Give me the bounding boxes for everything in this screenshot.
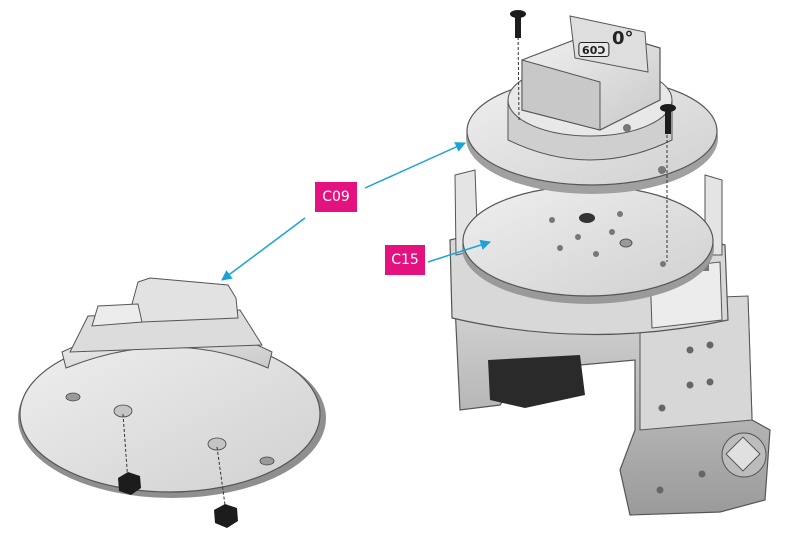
c09-label-box: [315, 182, 357, 212]
nut-right: [214, 504, 238, 528]
c15-label: C15: [391, 252, 419, 268]
c09-arrow-to-detached-part: [221, 217, 306, 281]
c15-label-box: [385, 245, 425, 275]
nut-left: [118, 472, 141, 495]
c09-label: C09: [322, 189, 350, 205]
angle-marking: 0°: [612, 28, 634, 49]
c09-part-underside-view: [18, 277, 326, 513]
assembly-right: [449, 15, 771, 516]
c15-arrow: [427, 239, 491, 263]
part-code-marking: C09: [578, 42, 610, 57]
screw-top-right: [660, 104, 676, 134]
screw-top-left: [510, 10, 526, 38]
c09-arrow-to-assembly: [364, 142, 466, 189]
